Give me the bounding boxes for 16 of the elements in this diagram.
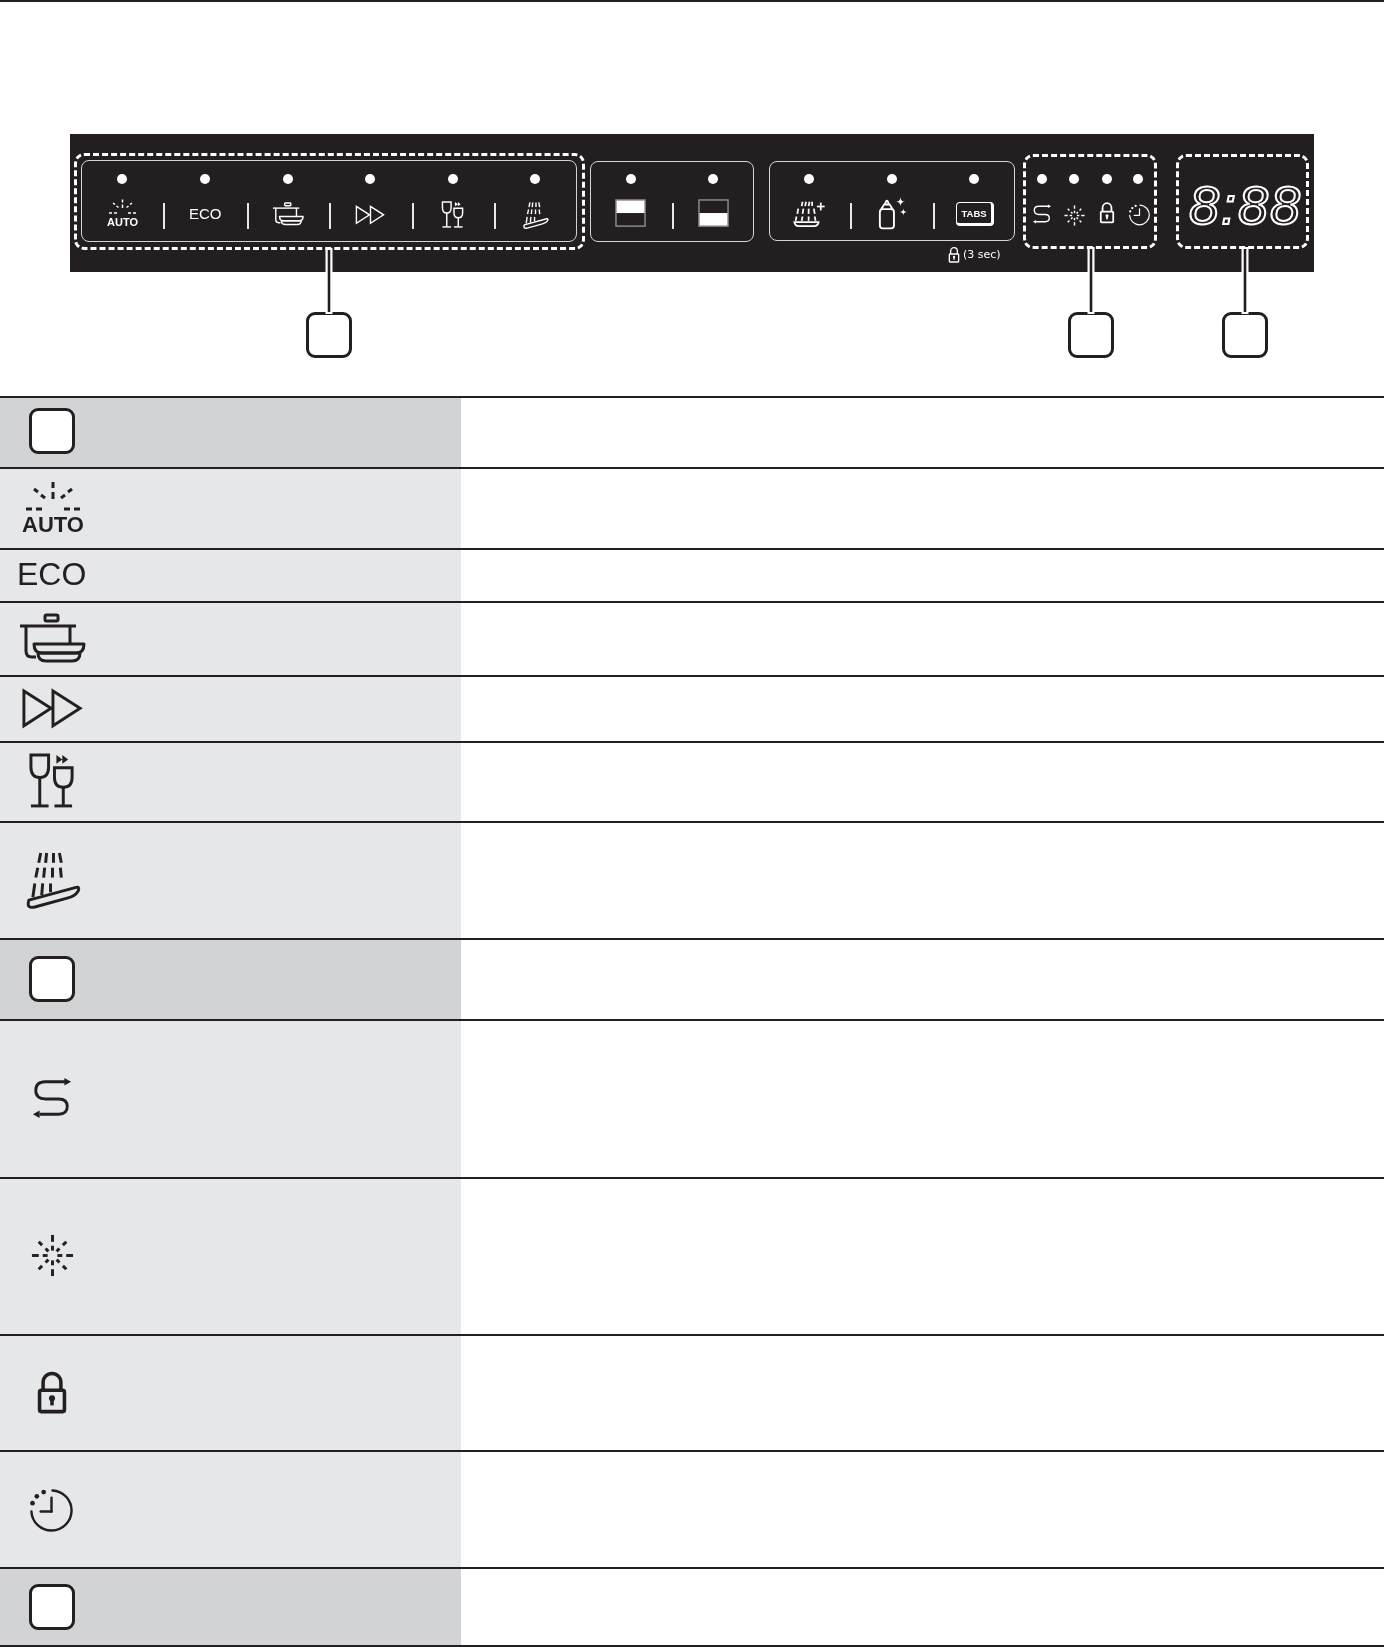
program-label: AUTO: [107, 216, 138, 228]
program-label: AUTO: [22, 514, 84, 536]
digit-display: 8:88: [1189, 179, 1303, 231]
dashed-frame: [74, 153, 585, 250]
duration-label: (3 sec): [963, 248, 1001, 261]
program-label: ECO: [189, 206, 222, 222]
callout-box: [1068, 312, 1114, 358]
program-label: ECO: [17, 557, 87, 591]
callout-box: [29, 956, 75, 1002]
dashed-frame: [1176, 154, 1309, 249]
callout-box: [1222, 312, 1268, 358]
callout-box: [29, 408, 75, 454]
tablet-symbol: TABS: [956, 202, 994, 226]
callout-box: [306, 312, 352, 358]
callout-box: [29, 1584, 75, 1630]
dashed-frame: [1023, 154, 1157, 249]
